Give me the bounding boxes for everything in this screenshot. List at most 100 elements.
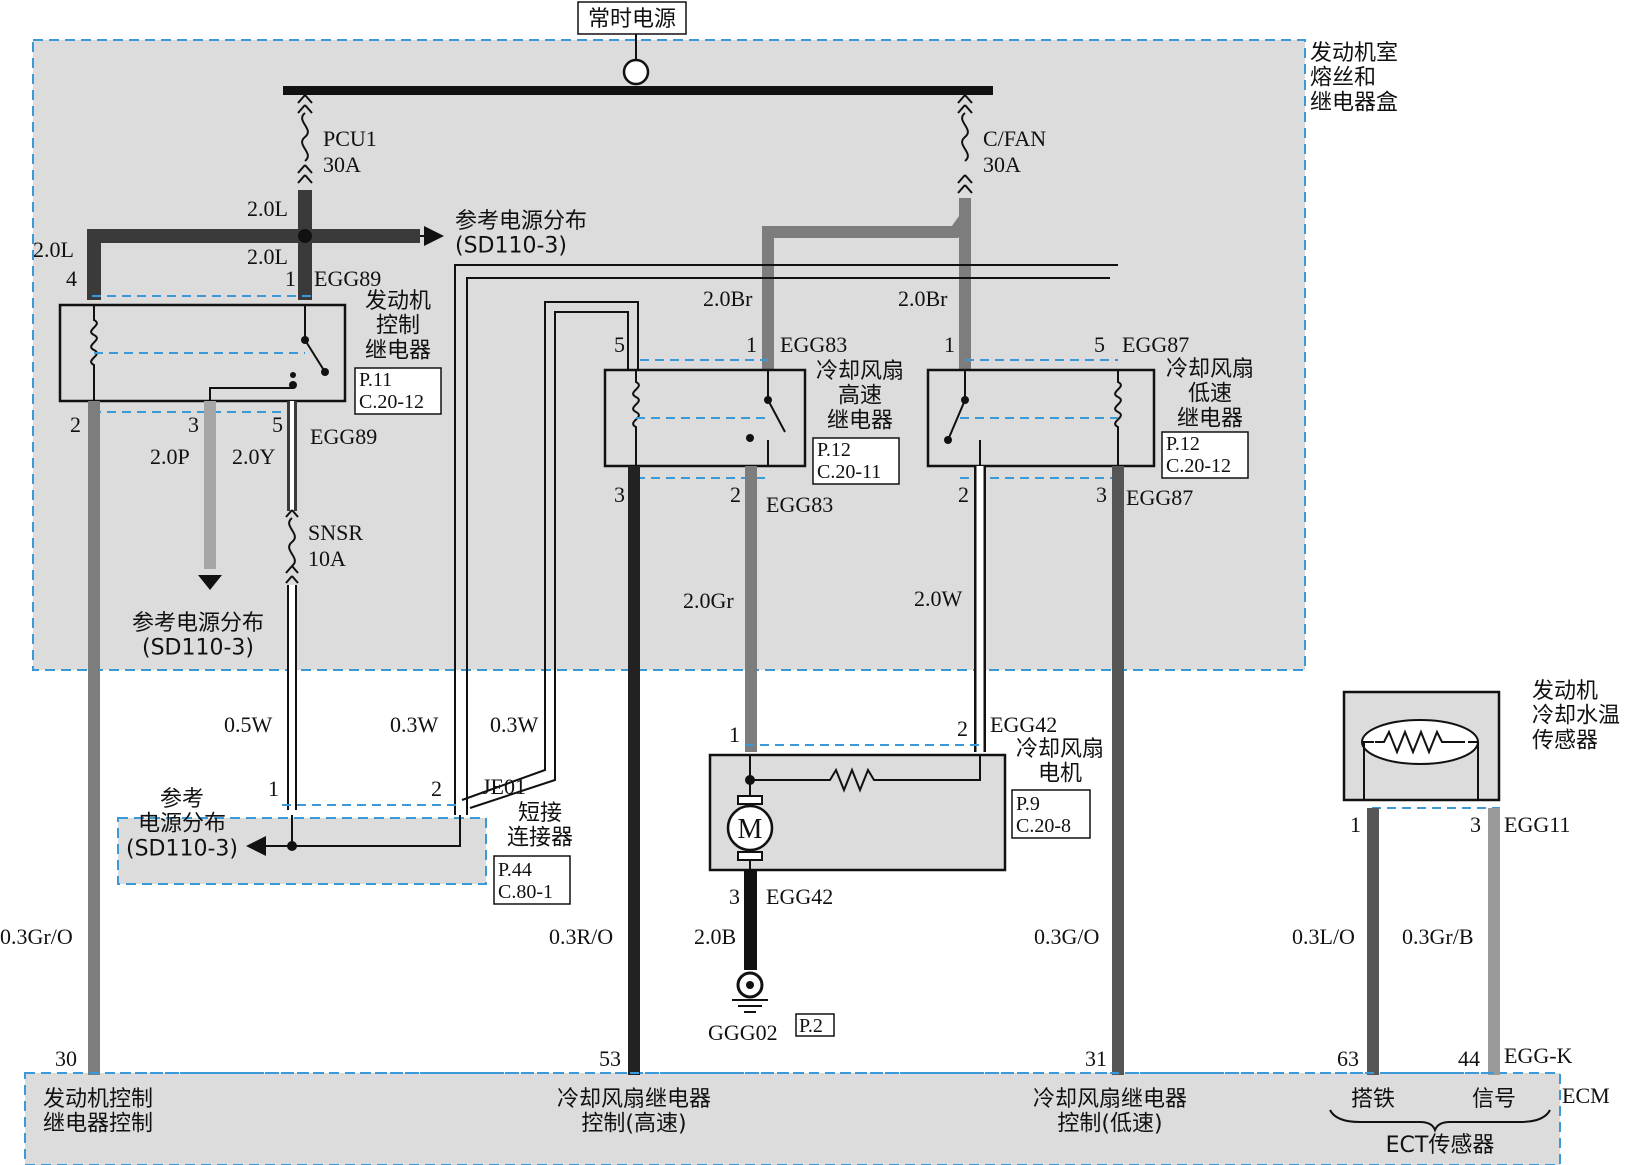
fuse-snsr-icon [285,509,299,584]
ref-power-dist-3: 参考电源分布(SD110-3) [126,787,238,861]
engine-relay-connector-top: EGG89 [314,266,381,291]
motor-ref1: P.9 [1016,793,1040,815]
wire-0-3l-o [1367,808,1379,1075]
wire-label-2-0br-a: 2.0Br [703,286,753,311]
pin-r1-3: 3 [188,412,199,437]
pin-r1-1: 1 [285,266,296,291]
ecm-term-53-label: 冷却风扇继电器控制(高速) [557,1087,711,1137]
fuse-snsr-rating: 10A [308,546,346,571]
ecm-label: ECM [1562,1083,1610,1108]
wire-label-2-0l-a: 2.0L [247,196,288,221]
ecm-term-44-label: 信号 [1472,1087,1516,1112]
pin-s-3: 3 [1470,812,1481,837]
high-relay-ref2: C.20-11 [817,461,881,483]
engine-relay-ref1: P.11 [359,369,392,391]
pin-r3-2: 2 [958,482,969,507]
wire-label-2-0y: 2.0Y [232,444,276,469]
wire-label-0-3gr-b: 0.3Gr/B [1402,924,1474,949]
wire-label-2-0p: 2.0P [150,444,190,469]
wire-label-0-3w-a: 0.3W [390,712,439,737]
high-relay-connector: EGG83 [780,332,847,357]
short-connector-title: 短接连接器 [507,801,573,851]
high-relay-ref1: P.12 [817,439,851,461]
low-relay-ref2: C.20-12 [1166,455,1231,477]
motor-icon [726,804,774,852]
wire-0-3gr-b [1488,808,1500,1075]
ecm-zone [24,1072,1561,1165]
ref-power-dist-2: 参考电源分布(SD110-3) [132,611,264,661]
fuse-cfan-name: C/FAN [983,126,1046,151]
joint-ref2: C.80-1 [498,881,553,903]
low-relay-connector-lower: EGG87 [1126,485,1193,510]
motor-connector-lower: EGG42 [766,884,833,909]
low-speed-relay-title: 冷却风扇低速继电器 [1166,357,1254,431]
joint-ref1: P.44 [498,859,532,881]
wire-2-0l-vertical [298,190,312,300]
fuse-snsr-name: SNSR [308,520,363,545]
fuse-cfan-rating: 30A [983,152,1021,177]
pin-m-2: 2 [957,716,968,741]
high-speed-relay-title: 冷却风扇高速继电器 [816,359,904,433]
motor-connector: EGG42 [990,712,1057,737]
pin-r1-4: 4 [66,266,77,291]
wire-2-0gr [745,466,757,752]
joint-name: JE01 [482,774,526,799]
pin-e-30: 30 [55,1046,77,1071]
wire-2-0p [204,401,216,569]
wire-label-2-0w: 2.0W [914,586,963,611]
low-relay-ref1: P.12 [1166,433,1200,455]
ground-name: GGG02 [708,1020,778,1045]
wire-2-0b [744,870,757,970]
ect-group-brace [1329,1109,1551,1133]
pin-r2-1: 1 [746,332,757,357]
fuse-pcu1-icon [297,94,313,184]
wire-label-0-3w-b: 0.3W [490,712,539,737]
wire-label-0-5w: 0.5W [224,712,273,737]
wire-label-0-3gr-o: 0.3Gr/O [0,924,73,949]
ref-power-dist-1: 参考电源分布(SD110-3) [455,209,587,259]
pin-r3-5: 5 [1094,332,1105,357]
wire-label-2-0l-b: 2.0L [33,237,74,262]
motor-ref2: C.20-8 [1016,815,1071,837]
wire-label-0-3g-o: 0.3G/O [1034,924,1099,949]
wire-label-2-0gr: 2.0Gr [683,588,734,613]
pin-s-1: 1 [1350,812,1361,837]
wire-label-2-0l-c: 2.0L [247,244,288,269]
pin-r3-3: 3 [1096,482,1107,507]
engine-relay-connector-bottom: EGG89 [310,424,377,449]
pin-r1-5: 5 [272,412,283,437]
short-connector-zone [117,817,487,885]
splice-dot [298,229,312,243]
wire-label-2-0br-b: 2.0Br [898,286,948,311]
ecm-term-30-label: 发动机控制继电器控制 [43,1087,153,1137]
pin-j-1: 1 [268,776,279,801]
pin-e-44: 44 [1458,1046,1480,1071]
constant-power-label: 常时电源 [588,7,676,32]
sensor-connector: EGG11 [1504,812,1570,837]
fuse-pcu1-name: PCU1 [323,126,377,151]
motor-symbol: M [738,814,763,845]
ecm-term-63-label: 搭铁 [1351,1087,1395,1112]
engine-relay-ref2: C.20-12 [359,391,424,413]
pin-e-31: 31 [1085,1046,1107,1071]
engine-room-box-title: 发动机室熔丝和继电器盒 [1310,41,1398,115]
pin-r2-3: 3 [614,482,625,507]
fuse-pcu1-rating: 30A [323,152,361,177]
pin-j-2: 2 [431,776,442,801]
ecm-connector: EGG-K [1504,1043,1573,1068]
wire-0-3g-o [1112,466,1124,1075]
sensor-title: 发动机冷却水温传感器 [1532,679,1620,753]
wire-label-2-0b: 2.0B [694,924,736,949]
pin-r1-2: 2 [70,412,81,437]
constant-power-box [577,1,687,35]
wire-0-3r-o [628,466,640,1075]
high-relay-connector-lower: EGG83 [766,492,833,517]
pin-e-63: 63 [1337,1046,1359,1071]
wire-0-3gr-o [88,401,100,1075]
fuse-cfan-icon [957,94,973,194]
motor-title: 冷却风扇电机 [1016,737,1104,787]
ect-sensor-group: ECT传感器 [1386,1133,1495,1158]
relay-coil-icon [90,305,98,400]
pin-r3-1: 1 [944,332,955,357]
